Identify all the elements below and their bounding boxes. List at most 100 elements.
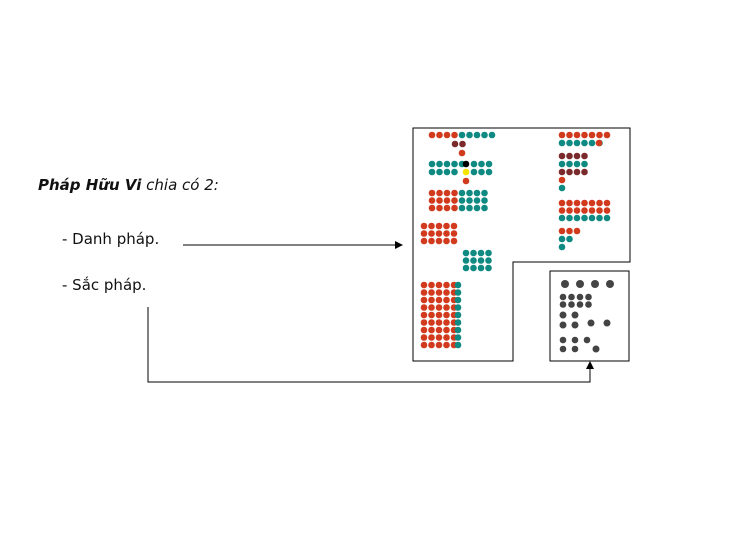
- dot-glyph: [428, 189, 436, 197]
- dot-glyph: [558, 176, 566, 184]
- dot-glyph: [603, 214, 611, 222]
- dot-glyph: [588, 199, 596, 207]
- dot-glyph: [573, 227, 581, 235]
- dot-glyph: [443, 334, 450, 341]
- dot-glyph: [478, 160, 485, 168]
- dot-glyph: [581, 168, 588, 176]
- dot-glyph: [428, 326, 435, 334]
- dot-glyph: [443, 131, 451, 139]
- dot-glyph: [477, 257, 485, 264]
- dot-glyph: [435, 311, 443, 319]
- dot-glyph: [558, 152, 566, 160]
- dot-glyph: [443, 230, 450, 237]
- item-danh-phap: - Danh pháp.: [62, 230, 160, 248]
- dot-glyph: [435, 319, 443, 326]
- dot-glyph: [576, 280, 584, 288]
- dot-glyph: [588, 214, 596, 222]
- dot-glyph: [583, 336, 591, 344]
- dot-glyph: [462, 264, 470, 272]
- dot-glyph: [454, 319, 462, 326]
- dot-glyph: [454, 289, 462, 296]
- dot-glyph: [443, 289, 450, 296]
- dot-glyph: [591, 280, 599, 288]
- dot-glyph: [603, 319, 611, 327]
- dot-glyph: [454, 296, 462, 304]
- dot-glyph: [588, 131, 596, 139]
- dot-glyph: [435, 304, 443, 311]
- dot-glyph: [566, 160, 573, 168]
- dot-glyph: [428, 311, 435, 319]
- dot-glyph: [566, 168, 573, 176]
- danh-phap-panel: [412, 127, 631, 362]
- dot-glyph: [450, 237, 458, 245]
- heading-bold: Pháp Hữu Vi: [38, 176, 142, 194]
- dot-glyph: [451, 197, 458, 204]
- dot-glyph: [443, 197, 451, 204]
- dot-glyph: [443, 304, 450, 311]
- dot-glyph: [481, 189, 488, 197]
- dot-glyph: [603, 131, 611, 139]
- dot-glyph: [559, 336, 567, 344]
- dot-glyph: [420, 319, 428, 326]
- dot-glyph: [573, 131, 581, 139]
- dot-glyph: [435, 326, 443, 334]
- dot-glyph: [473, 197, 481, 204]
- dot-glyph: [428, 334, 435, 341]
- dot-glyph: [466, 189, 473, 197]
- dot-glyph: [451, 131, 458, 139]
- dot-glyph: [420, 289, 428, 296]
- dot-glyph: [443, 222, 450, 230]
- dot-glyph: [451, 189, 458, 197]
- dot-glyph: [462, 257, 470, 264]
- dot-glyph: [458, 197, 466, 204]
- dot-glyph: [485, 249, 492, 257]
- dot-glyph: [462, 249, 470, 257]
- dot-glyph: [420, 296, 428, 304]
- dot-glyph: [470, 168, 478, 176]
- dot-glyph: [435, 334, 443, 341]
- dot-glyph: [558, 168, 566, 176]
- dot-glyph: [436, 131, 443, 139]
- dot-glyph: [585, 301, 592, 308]
- dot-glyph: [462, 177, 470, 185]
- dot-glyph: [559, 321, 567, 329]
- dot-glyph: [443, 326, 450, 334]
- dot-glyph: [596, 214, 603, 222]
- dot-glyph: [581, 214, 588, 222]
- dot-glyph: [558, 184, 566, 192]
- dot-glyph: [428, 204, 436, 212]
- dot-glyph: [568, 293, 575, 301]
- dot-glyph: [558, 243, 566, 251]
- dot-glyph: [435, 341, 443, 349]
- dot-glyph: [443, 168, 451, 176]
- dot-glyph: [603, 207, 611, 214]
- dot-glyph: [587, 319, 595, 327]
- dot-glyph: [566, 199, 573, 207]
- dot-glyph: [462, 160, 470, 168]
- dot-glyph: [481, 197, 488, 204]
- dot-glyph: [428, 197, 436, 204]
- dot-glyph: [428, 168, 436, 176]
- dot-glyph: [581, 160, 588, 168]
- dot-glyph: [458, 204, 466, 212]
- dot-glyph: [443, 341, 450, 349]
- dot-glyph: [566, 227, 573, 235]
- dot-glyph: [561, 280, 569, 288]
- dot-glyph: [566, 235, 573, 243]
- dot-glyph: [420, 311, 428, 319]
- dot-glyph: [428, 237, 435, 245]
- dot-glyph: [588, 207, 596, 214]
- dot-glyph: [470, 257, 477, 264]
- heading: Pháp Hữu Vi chia có 2:: [38, 176, 219, 194]
- dot-glyph: [573, 152, 581, 160]
- dot-glyph: [481, 204, 488, 212]
- dot-glyph: [588, 139, 596, 147]
- dot-glyph: [470, 264, 477, 272]
- dot-glyph: [420, 237, 428, 245]
- dot-glyph: [459, 140, 466, 148]
- dot-glyph: [573, 168, 581, 176]
- dot-glyph: [596, 207, 603, 214]
- dot-glyph: [420, 326, 428, 334]
- dot-glyph: [596, 199, 603, 207]
